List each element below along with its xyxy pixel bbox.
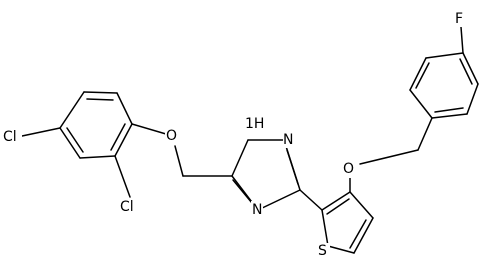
thiophene-ring — [321, 191, 374, 254]
atom-s-thiophene: S — [317, 243, 330, 260]
fluorophenyl-ring — [409, 52, 479, 119]
atom-f: F — [454, 11, 466, 27]
double-bond-inner — [232, 179, 253, 204]
double-bond-inner — [459, 58, 473, 85]
bond — [409, 89, 433, 119]
bond — [59, 91, 85, 129]
double-bond-inner — [110, 123, 126, 151]
atom-cl-ortho: Cl — [120, 199, 139, 215]
bond-c-f — [460, 26, 464, 54]
bond-c-cl-para — [21, 127, 61, 137]
bond — [321, 191, 351, 211]
bond — [327, 245, 355, 254]
bond-ch2-aryl — [417, 117, 433, 151]
bond — [349, 191, 374, 219]
double-bond-inner — [434, 107, 464, 113]
bond-o-ch2 — [359, 149, 419, 165]
bond — [79, 155, 116, 159]
bond — [462, 52, 479, 85]
atom-label-o-aryl: O — [166, 128, 177, 144]
atom-label-cl-para: Cl — [3, 129, 17, 145]
atom-label-n-lower: N — [252, 202, 262, 218]
atom-label-s: S — [318, 243, 327, 259]
atom-nh: 1H — [245, 116, 264, 132]
bond — [257, 189, 301, 211]
atom-label-o-benzyl: O — [343, 161, 354, 177]
bond — [59, 127, 81, 159]
double-bond-inner — [349, 219, 367, 249]
triazole-ring — [231, 139, 301, 211]
bond — [231, 139, 249, 177]
bond — [425, 52, 464, 59]
atom-label-nh: 1H — [245, 116, 264, 132]
double-bond-inner — [415, 62, 430, 89]
double-bond-inner — [86, 98, 114, 101]
double-bond-inner — [66, 127, 84, 153]
bond — [466, 83, 479, 115]
bond-c-o — [131, 123, 167, 135]
bond-c-cl-ortho — [114, 155, 131, 198]
atom-o-benzyl-ether: O — [342, 161, 356, 178]
bond — [83, 91, 118, 94]
bond — [321, 209, 329, 247]
dichlorophenyl-ring — [59, 91, 133, 159]
atom-label-n-upper: N — [283, 132, 293, 148]
bond — [116, 92, 133, 125]
atom-n-lower: N — [251, 201, 263, 218]
bond — [353, 217, 374, 254]
atom-label-f: F — [455, 11, 463, 27]
atom-label-cl-ortho: Cl — [120, 199, 134, 215]
bond — [431, 113, 468, 119]
double-bond-inner — [326, 198, 350, 215]
bond-triazole-thiophene — [299, 189, 323, 211]
atom-n-upper: N — [283, 132, 295, 148]
bond-o-ch2 — [174, 145, 184, 177]
atom-o-aryl-ether: O — [165, 128, 178, 145]
bond — [114, 123, 133, 157]
bond — [409, 57, 427, 91]
double-bond-inner — [286, 149, 299, 185]
atom-cl-para: Cl — [3, 129, 22, 145]
